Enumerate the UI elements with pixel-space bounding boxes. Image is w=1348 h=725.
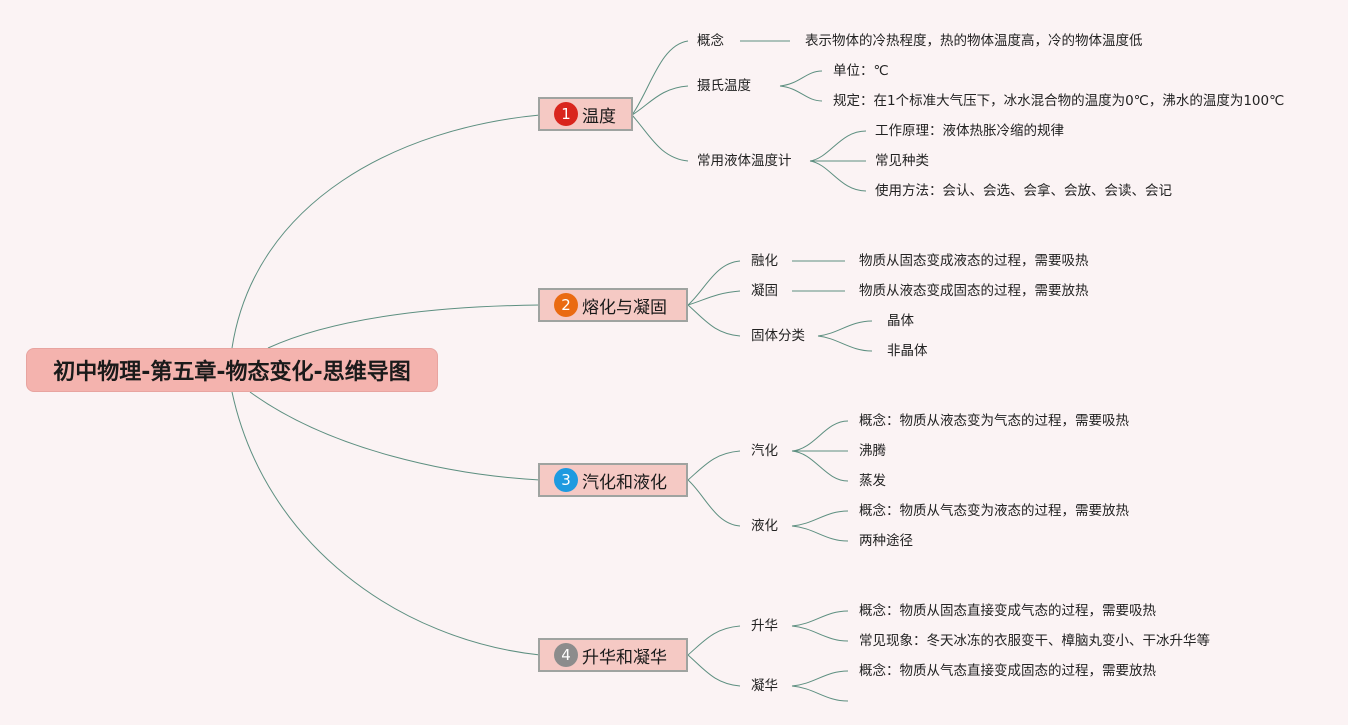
branch-label: 熔化与凝固: [582, 297, 667, 318]
branch-melting-solidifying[interactable]: 2 熔化与凝固: [538, 288, 688, 322]
link-b2-c3-l1: [817, 320, 873, 337]
leaf-melting-definition[interactable]: 物质从固态变成液态的过程，需要吸热: [859, 253, 1089, 269]
number-badge-icon: 4: [554, 643, 578, 667]
leaf-two-methods[interactable]: 两种途径: [859, 533, 913, 549]
link-b4-c2-l1: [791, 670, 849, 687]
branch-label: 汽化和液化: [582, 472, 667, 493]
subtopic-solid-types[interactable]: 固体分类: [751, 328, 805, 344]
link-b2-c3: [687, 304, 741, 337]
branch-vaporization-liquefaction[interactable]: 3 汽化和液化: [538, 463, 688, 497]
leaf-solidifying-definition[interactable]: 物质从液态变成固态的过程，需要放热: [859, 283, 1089, 299]
link-b1-c2-l1: [779, 70, 823, 87]
branch-label: 升华和凝华: [582, 647, 667, 668]
leaf-common-types[interactable]: 常见种类: [875, 153, 929, 169]
link-b2-c3-l2: [817, 335, 873, 352]
link-b3-c2: [687, 479, 741, 527]
subtopic-concept[interactable]: 概念: [697, 33, 724, 49]
leaf-boiling[interactable]: 沸腾: [859, 443, 886, 459]
subtopic-melting[interactable]: 融化: [751, 253, 778, 269]
link-b3-c1-l3: [791, 450, 849, 482]
number-badge-icon: 2: [554, 293, 578, 317]
link-b1-c3: [631, 114, 689, 162]
subtopic-liquefaction[interactable]: 液化: [751, 518, 778, 534]
leaf-common-phenomena[interactable]: 常见现象：冬天冰冻的衣服变干、樟脑丸变小、干冰升华等: [859, 633, 1210, 649]
leaf-working-principle[interactable]: 工作原理：液体热胀冷缩的规律: [875, 123, 1064, 139]
leaf-amorphous[interactable]: 非晶体: [887, 343, 928, 359]
link-b2-c2: [687, 290, 741, 306]
leaf-evaporation[interactable]: 蒸发: [859, 473, 886, 489]
leaf-sublimation-concept[interactable]: 概念：物质从固态直接变成气态的过程，需要吸热: [859, 603, 1156, 619]
link-b1-c3-l3: [809, 160, 867, 192]
subtopic-thermometer[interactable]: 常用液体温度计: [697, 153, 792, 169]
subtopic-solidifying[interactable]: 凝固: [751, 283, 778, 299]
branch-label: 温度: [582, 106, 616, 127]
branch-temperature[interactable]: 1 温度: [538, 97, 633, 131]
subtopic-vaporization[interactable]: 汽化: [751, 443, 778, 459]
leaf-liquefaction-concept[interactable]: 概念：物质从气态变为液态的过程，需要放热: [859, 503, 1129, 519]
link-b4-c1: [687, 625, 741, 656]
leaf-concept-definition[interactable]: 表示物体的冷热程度，热的物体温度高，冷的物体温度低: [805, 33, 1143, 49]
link-b3-c1: [687, 450, 741, 481]
subtopic-deposition[interactable]: 凝华: [751, 678, 778, 694]
subtopic-sublimation[interactable]: 升华: [751, 618, 778, 634]
link-root-b3: [249, 391, 541, 481]
leaf-unit[interactable]: 单位：℃: [833, 63, 889, 79]
leaf-vaporization-concept[interactable]: 概念：物质从液态变为气态的过程，需要吸热: [859, 413, 1129, 429]
leaf-rule[interactable]: 规定：在1个标准大气压下，冰水混合物的温度为0℃，沸水的温度为100℃: [833, 93, 1285, 109]
link-root-b4: [231, 391, 541, 656]
link-b1-c2: [631, 85, 689, 116]
link-b1-c2-l2: [779, 85, 823, 102]
link-b3-c2-l1: [791, 510, 849, 527]
link-b1-c3-l1: [809, 130, 867, 162]
root-topic[interactable]: 初中物理-第五章-物态变化-思维导图: [26, 348, 438, 392]
link-b1-c1: [631, 40, 689, 116]
leaf-deposition-concept[interactable]: 概念：物质从气态直接变成固态的过程，需要放热: [859, 663, 1156, 679]
link-b4-c1-l2: [791, 625, 849, 642]
number-badge-icon: 3: [554, 468, 578, 492]
root-title: 初中物理-第五章-物态变化-思维导图: [53, 360, 411, 385]
subtopic-celsius[interactable]: 摄氏温度: [697, 78, 751, 94]
link-b3-c2-l2: [791, 525, 849, 542]
link-b3-c1-l1: [791, 420, 849, 452]
branch-sublimation-deposition[interactable]: 4 升华和凝华: [538, 638, 688, 672]
leaf-usage-method[interactable]: 使用方法：会认、会选、会拿、会放、会读、会记: [875, 183, 1172, 199]
link-b4-c1-l1: [791, 610, 849, 627]
link-b4-c2-l2: [791, 685, 849, 702]
number-badge-icon: 1: [554, 102, 578, 126]
leaf-crystal[interactable]: 晶体: [887, 313, 914, 329]
link-root-b1: [231, 114, 541, 349]
link-root-b2: [267, 304, 541, 349]
link-b2-c1: [687, 260, 741, 306]
link-b4-c2: [687, 654, 741, 687]
